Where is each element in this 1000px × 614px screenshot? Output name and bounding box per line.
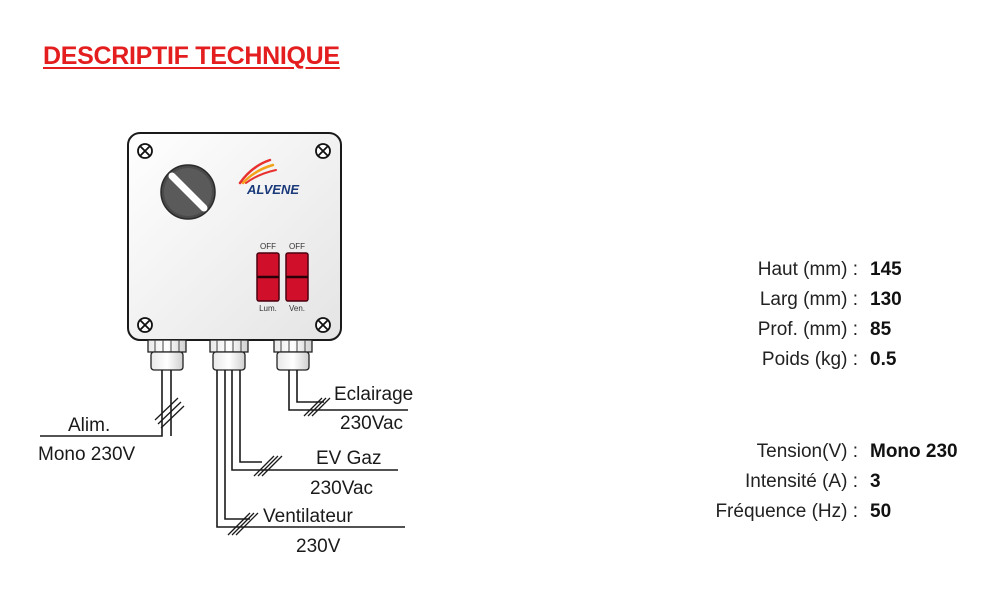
eclairage-label: Eclairage	[334, 384, 413, 405]
spec-value: 145	[870, 259, 902, 280]
spec-row: Larg (mm) : 130	[640, 285, 1000, 315]
control-box	[127, 132, 342, 341]
rotary-knob-icon	[160, 164, 216, 220]
cable-gland-icon	[147, 339, 187, 371]
spec-label: Tension(V) :	[756, 441, 858, 462]
switch-off-label: OFF	[289, 242, 305, 251]
cable-gland-icon	[209, 339, 249, 371]
spec-row: Intensité (A) : 3	[640, 467, 1000, 497]
spec-label: Haut (mm) :	[757, 259, 858, 280]
alim-voltage-label: Mono 230V	[38, 444, 136, 465]
screw-icon	[315, 143, 331, 159]
switch-lumiere: OFF Lum.	[256, 242, 280, 313]
dimensions-specs: Haut (mm) : 145 Larg (mm) : 130 Prof. (m…	[640, 255, 1000, 375]
spec-value: 3	[870, 471, 881, 492]
spec-row: Tension(V) : Mono 230	[640, 437, 1000, 467]
page-title: DESCRIPTIF TECHNIQUE	[43, 42, 340, 70]
spec-row: Prof. (mm) : 85	[640, 315, 1000, 345]
spec-row: Poids (kg) : 0.5	[640, 345, 1000, 375]
spec-label: Poids (kg) :	[761, 349, 858, 370]
spec-value: 50	[870, 501, 892, 522]
electrical-specs: Tension(V) : Mono 230 Intensité (A) : 3 …	[640, 437, 1000, 527]
brand-name: ALVENE	[246, 182, 299, 197]
spec-label: Fréquence (Hz) :	[715, 501, 858, 522]
spec-label: Intensité (A) :	[745, 471, 858, 492]
spec-row: Haut (mm) : 145	[640, 255, 1000, 285]
brand-logo-icon: ALVENE	[238, 158, 299, 197]
alim-label: Alim.	[68, 415, 110, 436]
ev-gaz-label: EV Gaz	[316, 448, 381, 469]
spec-value: 130	[870, 289, 902, 310]
spec-value: 0.5	[870, 349, 897, 370]
spec-label: Larg (mm) :	[759, 289, 858, 310]
spec-label: Prof. (mm) :	[757, 319, 858, 340]
eclairage-voltage-label: 230Vac	[340, 413, 403, 434]
switch-label: Ven.	[289, 304, 305, 313]
spec-row: Fréquence (Hz) : 50	[640, 497, 1000, 527]
switch-off-label: OFF	[260, 242, 276, 251]
switch-ventilation: OFF Ven.	[285, 242, 309, 313]
screw-icon	[137, 317, 153, 333]
spec-value: Mono 230	[870, 441, 958, 462]
ventilateur-voltage-label: 230V	[296, 536, 341, 557]
cables	[40, 370, 408, 536]
screw-icon	[315, 317, 331, 333]
ventilateur-label: Ventilateur	[263, 506, 353, 527]
screw-icon	[137, 143, 153, 159]
switch-label: Lum.	[259, 304, 277, 313]
spec-value: 85	[870, 319, 892, 340]
ev-gaz-voltage-label: 230Vac	[310, 478, 373, 499]
cable-gland-icon	[273, 339, 313, 371]
